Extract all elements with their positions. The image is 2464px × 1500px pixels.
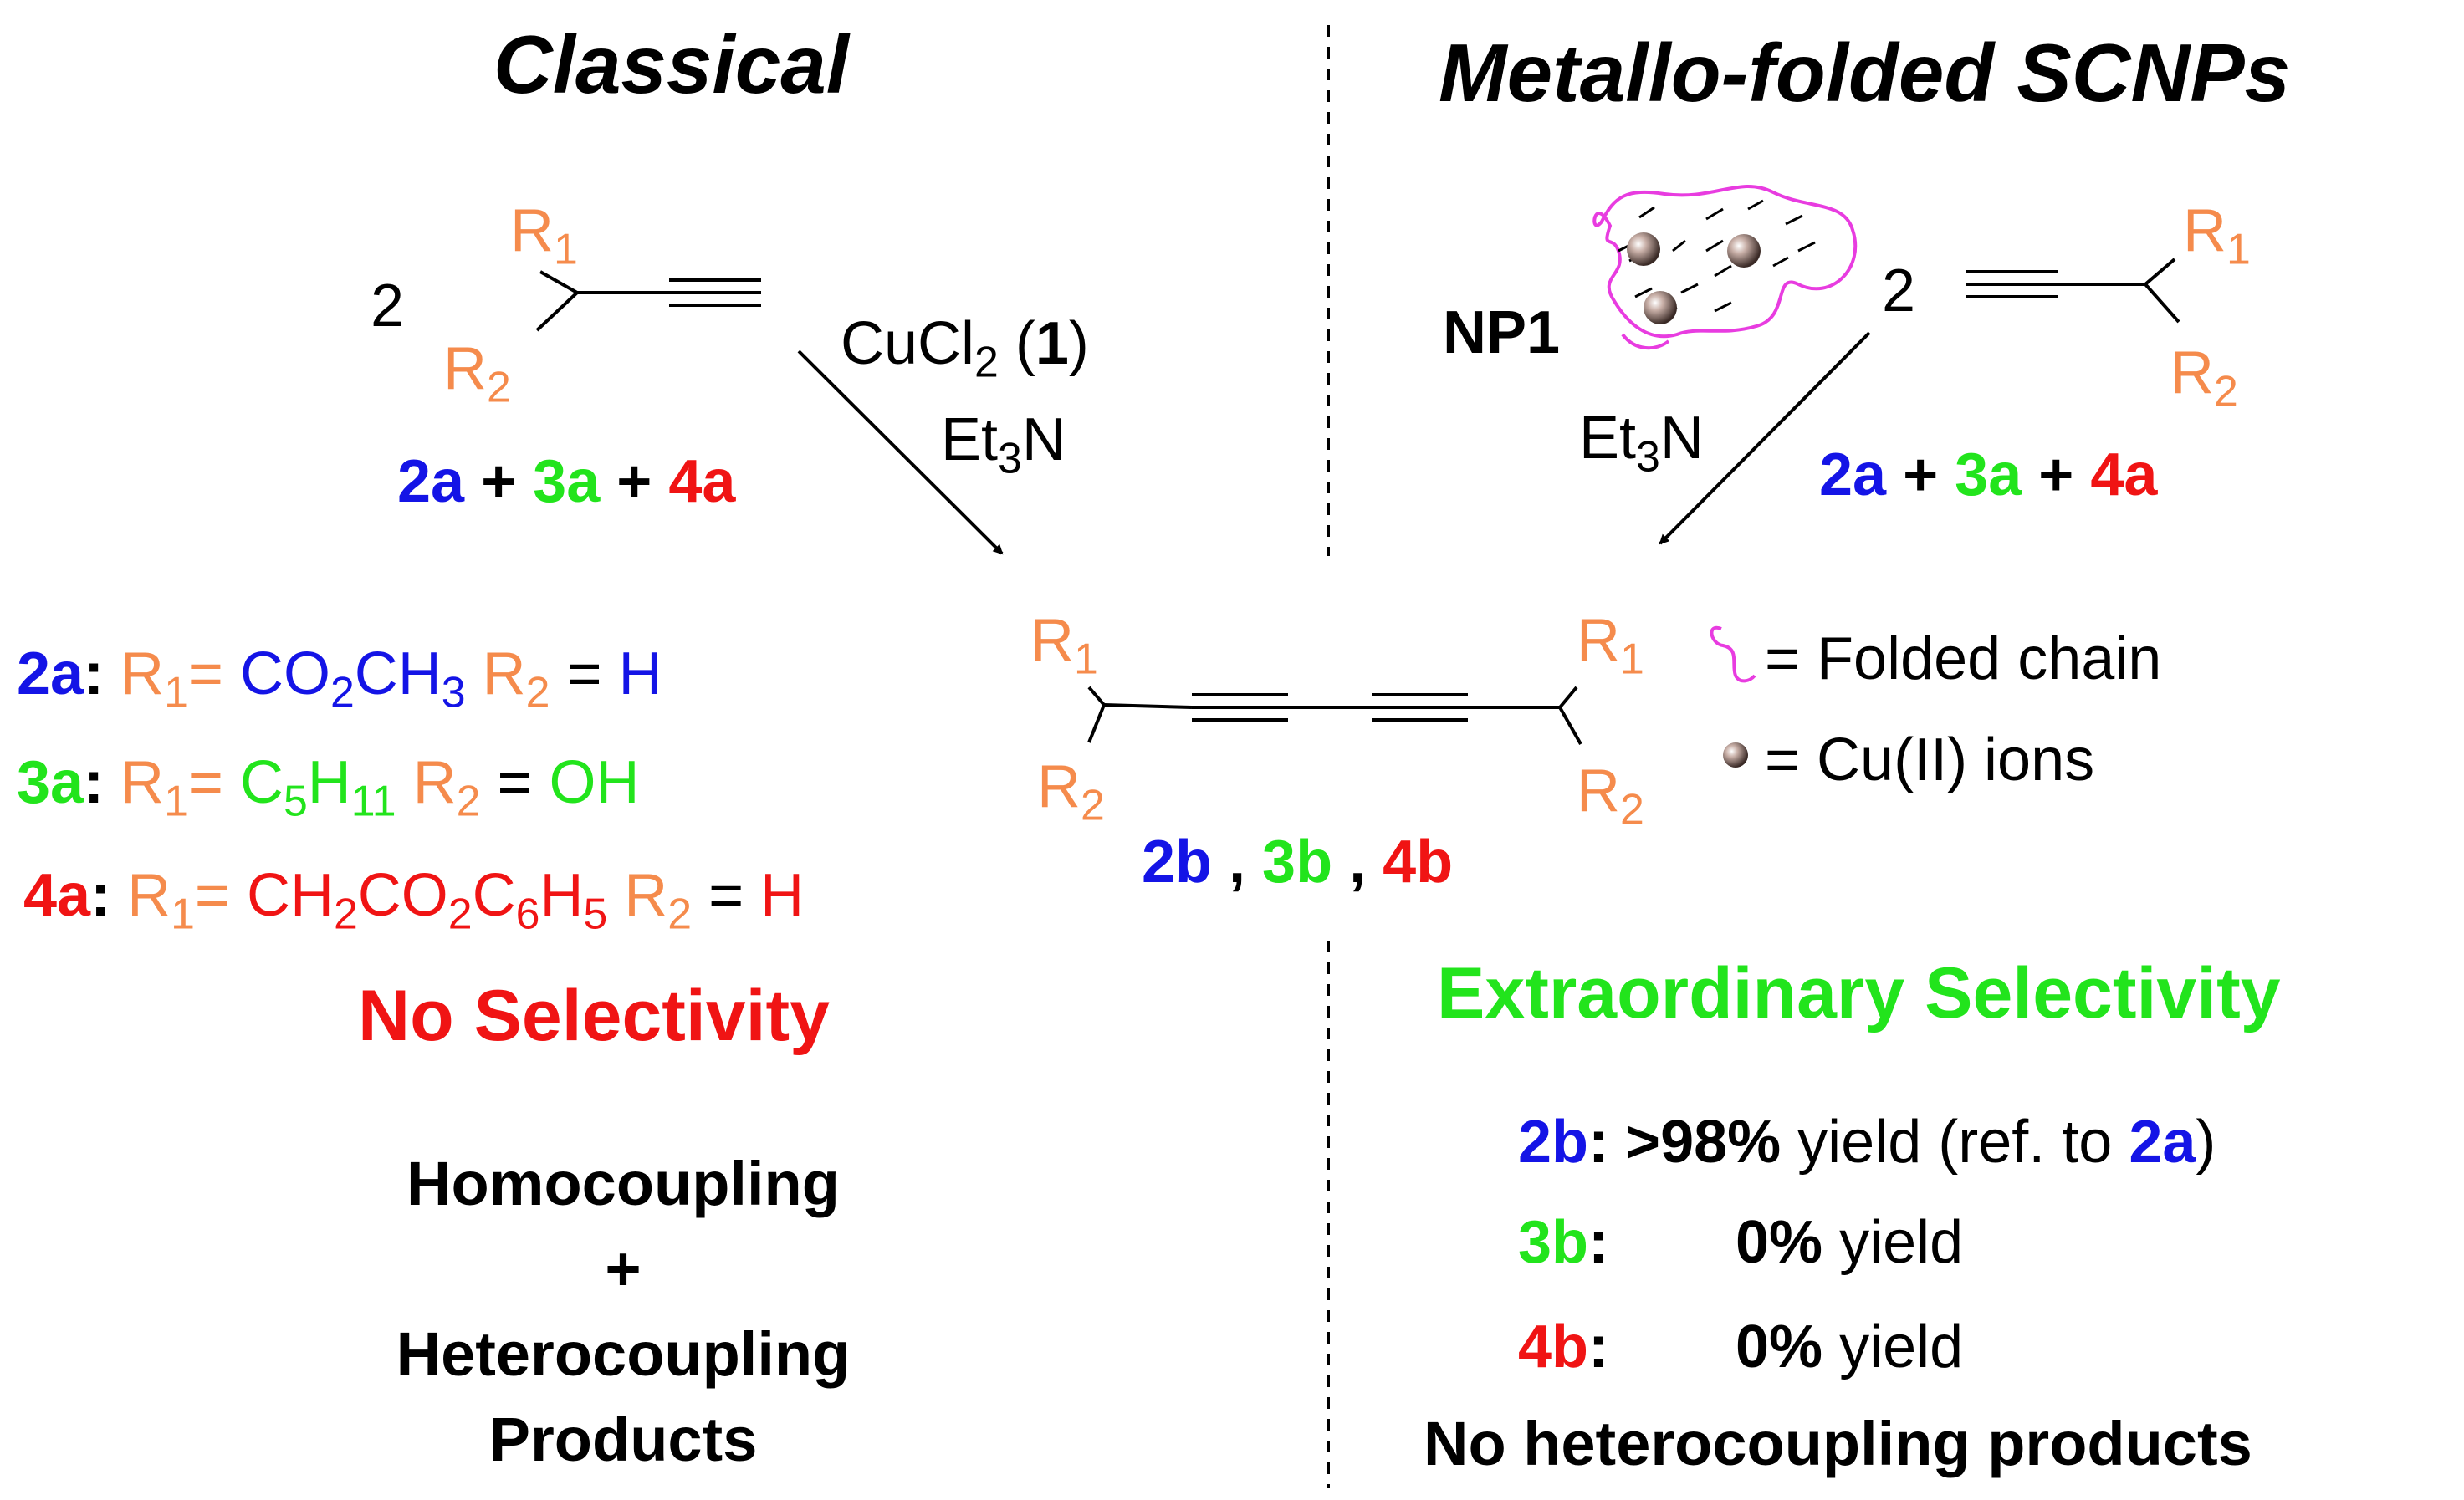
yield-4b-value: 0% yield [1736, 1314, 1964, 1380]
product-r1-right: R1 [1577, 607, 1644, 683]
definition-4a: 4a: R1= CH2CO2C6H5 R2 = H [23, 862, 805, 938]
right-substrate-bonds [1966, 258, 2180, 324]
right-substrate-r2: R2 [2170, 339, 2238, 416]
left-reaction-arrow [797, 349, 1004, 555]
yield-3b-value: 0% yield [1736, 1209, 1964, 1276]
right-base: Et3N [1579, 405, 1704, 481]
cu-ion-icon [1723, 742, 1748, 768]
classical-title: Classical [493, 18, 849, 110]
np1-label: NP1 [1443, 299, 1561, 366]
legend-folded-chain: = Folded chain [1765, 625, 2162, 692]
left-outcome: Homocoupling + Heterocoupling Products [289, 1141, 958, 1482]
left-substrate-mixture: 2a + 3a + 4a [397, 448, 736, 515]
left-reagent: CuCl2 (1) [841, 310, 1089, 386]
yield-3b: 3b: [1518, 1209, 1609, 1276]
right-reaction-arrow [1659, 331, 1871, 545]
metallo-title: Metallo-folded SCNPs [1439, 27, 2291, 119]
np1-folded-chain [1592, 185, 1858, 339]
yield-2b: 2b: >98% yield (ref. to 2a) [1518, 1109, 2216, 1176]
legend-cu-ions: = Cu(II) ions [1765, 727, 2095, 793]
left-substrate-r1: R1 [510, 197, 578, 273]
left-verdict: No Selectivity [358, 976, 830, 1056]
outcome-line: Products [488, 1405, 758, 1475]
outcome-line: + [605, 1234, 642, 1304]
outcome-line: Homocoupling [406, 1149, 840, 1218]
left-base: Et3N [941, 406, 1066, 482]
right-verdict: Extraordinary Selectivity [1437, 953, 2281, 1033]
right-footer: No heterocoupling products [1424, 1409, 2252, 1478]
left-substrate-r2: R2 [443, 335, 511, 411]
yield-4b: 4b: [1518, 1314, 1609, 1380]
right-substrate-mixture: 2a + 3a + 4a [1819, 441, 2158, 508]
right-coefficient: 2 [1882, 258, 1916, 324]
product-r2-right: R2 [1577, 758, 1644, 834]
cu-ion [1644, 291, 1677, 324]
product-diyne-bonds [1087, 686, 1582, 745]
definition-3a: 3a: R1= C5H11 R2 = OH [17, 749, 640, 825]
folded-chain-icon [1710, 625, 1756, 683]
right-substrate-r1: R1 [2183, 197, 2251, 273]
product-r2-left: R2 [1037, 753, 1105, 829]
definition-2a: 2a: R1= CO2CH3 R2 = H [17, 640, 662, 717]
left-coefficient: 2 [371, 273, 405, 339]
cu-ion [1627, 232, 1660, 266]
left-substrate-bonds [535, 270, 761, 332]
np1-illustration [1592, 185, 1858, 350]
outcome-line: Heterocoupling [396, 1319, 851, 1390]
product-labels: 2b , 3b , 4b [1142, 829, 1454, 895]
product-r1-left: R1 [1030, 607, 1098, 683]
cu-ion [1727, 234, 1761, 268]
